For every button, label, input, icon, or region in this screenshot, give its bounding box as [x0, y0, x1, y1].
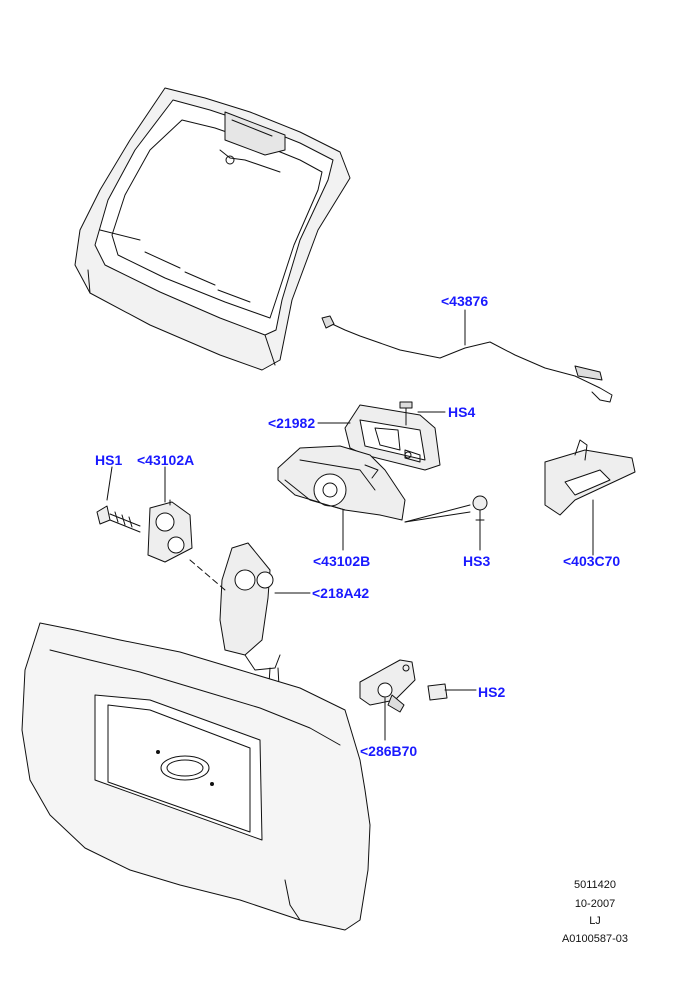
footer-code-2: A0100587-03	[561, 933, 629, 945]
label-43102b[interactable]: <43102B	[313, 553, 371, 569]
label-286b70[interactable]: <286B70	[360, 743, 418, 759]
latch-shield	[544, 439, 636, 516]
release-cable	[321, 315, 613, 403]
bolt-hs1	[96, 505, 141, 533]
striker-bracket	[359, 659, 416, 713]
handle-housing	[344, 404, 441, 471]
label-hs4[interactable]: HS4	[448, 404, 476, 420]
lower-tailgate-panel	[21, 622, 371, 931]
label-hs3[interactable]: HS3	[463, 553, 491, 569]
screw-hs2	[427, 683, 459, 701]
upper-tailgate-frame	[74, 87, 351, 371]
actuator	[189, 542, 281, 706]
label-hs2[interactable]: HS2	[478, 684, 506, 700]
label-43876[interactable]: <43876	[441, 293, 489, 309]
label-hs1[interactable]: HS1	[95, 452, 123, 468]
footer-initials: LJ	[589, 915, 601, 927]
footer-date: 10-2007	[574, 898, 616, 910]
screw-hs3	[472, 495, 488, 521]
leader-lines	[106, 309, 594, 741]
label-403c70[interactable]: <403C70	[563, 553, 621, 569]
screw-hs4	[399, 401, 413, 426]
label-218a42[interactable]: <218A42	[312, 585, 370, 601]
latch-assembly	[277, 445, 406, 521]
striker	[147, 499, 193, 563]
label-43102a[interactable]: <43102A	[137, 452, 195, 468]
footer-code-1: 5011420	[573, 879, 616, 891]
label-21982[interactable]: <21982	[268, 415, 316, 431]
